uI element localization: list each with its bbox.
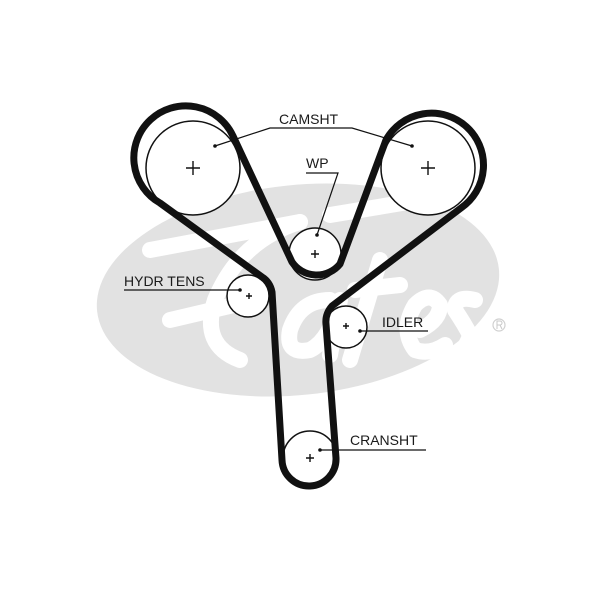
label-crankshaft: CRANSHT [350, 432, 418, 448]
label-hydraulic-tensioner: HYDR TENS [124, 273, 205, 289]
label-water-pump: WP [306, 155, 329, 171]
registered-mark-letter-icon [496, 320, 503, 330]
leader-lines [124, 127, 428, 451]
label-idler: IDLER [382, 314, 423, 330]
center-marks [186, 161, 435, 462]
label-camshaft: CAMSHT [279, 111, 339, 127]
registered-mark-icon [492, 318, 506, 332]
timing-belt [130, 102, 487, 490]
